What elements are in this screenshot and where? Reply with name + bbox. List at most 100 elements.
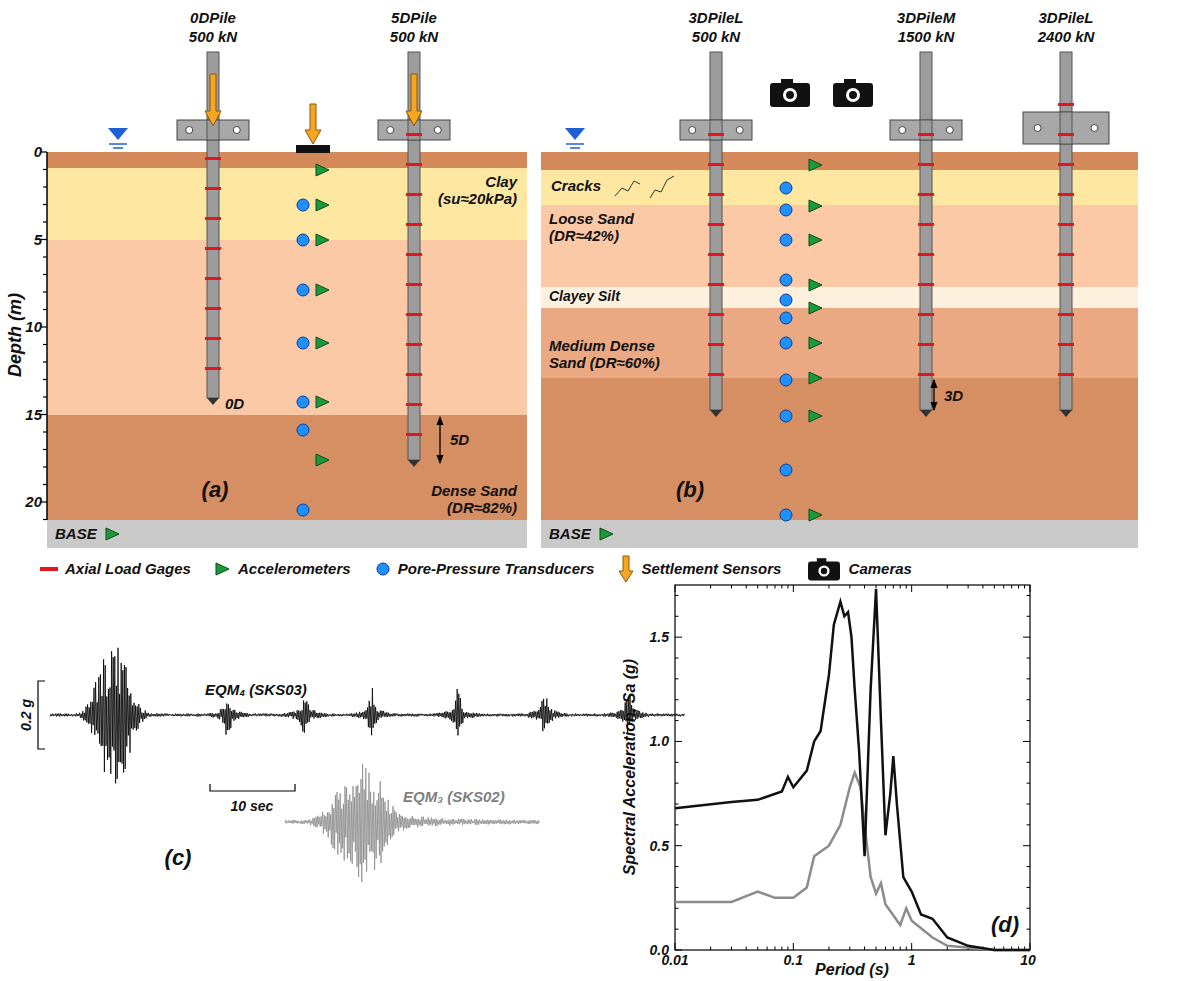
figure-label: EQM₄ (SKS03) xyxy=(205,681,307,698)
pore-pressure-transducer xyxy=(780,509,792,521)
water-table-line xyxy=(570,147,580,149)
x-tick xyxy=(885,947,886,951)
axial-load-gage xyxy=(205,277,221,280)
cap-bolt xyxy=(186,127,193,134)
water-table-symbol xyxy=(108,128,128,140)
layer-label: Cracks xyxy=(551,177,621,194)
axial-load-gage xyxy=(708,283,724,286)
axial-load-gage xyxy=(918,343,934,346)
y-tick xyxy=(1027,824,1031,825)
depth-tick xyxy=(43,484,47,485)
axial-load-gage xyxy=(918,163,934,166)
settlement-sensor xyxy=(305,104,321,144)
x-tick xyxy=(731,585,732,589)
accelerometer xyxy=(809,509,822,521)
camera-lens xyxy=(786,91,794,99)
acceleration-record xyxy=(285,764,539,882)
soil-layer-band: Clay (su≈20kPa) xyxy=(47,168,527,240)
cap-bolt xyxy=(899,127,906,134)
pore-pressure-transducer xyxy=(780,464,792,476)
x-tick xyxy=(947,585,948,589)
accelerometer xyxy=(316,454,329,466)
figure-label: 0D xyxy=(225,395,244,412)
axial-load-gage xyxy=(918,373,934,376)
legend-symbol xyxy=(618,555,634,583)
x-tick xyxy=(775,585,776,589)
x-tick xyxy=(893,947,894,951)
pile-tip xyxy=(710,410,722,417)
soil-layer xyxy=(47,415,527,520)
pore-pressure-transducer xyxy=(780,294,792,306)
y-tick xyxy=(1027,804,1031,805)
depth-tick xyxy=(43,291,47,292)
soil-layer xyxy=(541,378,1138,520)
x-tick xyxy=(1018,585,1019,589)
water-table-line xyxy=(113,147,123,149)
dimension-arrow xyxy=(933,380,934,410)
pile-shaft xyxy=(710,120,722,140)
x-tick xyxy=(900,947,901,951)
figure-label: 1.0 xyxy=(650,733,669,749)
axial-load-gage xyxy=(406,433,422,436)
cap-bolt xyxy=(736,127,743,134)
depth-tick xyxy=(43,204,47,205)
crack-line xyxy=(615,181,640,196)
depth-tick xyxy=(43,256,47,257)
layer-label: BASE xyxy=(549,525,609,542)
axial-load-gage xyxy=(918,313,934,316)
accelerometer xyxy=(809,159,822,171)
water-table-line xyxy=(566,143,584,145)
y-tick xyxy=(1027,929,1031,930)
x-tick xyxy=(675,943,676,950)
pore-pressure-transducer xyxy=(780,410,792,422)
figure-label: 1 xyxy=(908,952,916,968)
axial-load-gage xyxy=(205,157,221,160)
camera-top xyxy=(781,79,793,84)
plot-frame xyxy=(675,585,1030,950)
pile-tip xyxy=(920,410,932,417)
x-tick xyxy=(828,585,829,589)
y-tick xyxy=(1027,699,1031,700)
y-tick xyxy=(675,616,679,617)
x-tick xyxy=(787,585,788,589)
axial-load-gage xyxy=(406,403,422,406)
y-tick xyxy=(1027,616,1031,617)
cap-bolt xyxy=(1091,125,1098,132)
pile xyxy=(378,52,450,467)
figure-label: 500 kN xyxy=(189,28,237,45)
figure-label: (a) xyxy=(202,477,229,502)
pore-pressure-transducer xyxy=(780,204,792,216)
water-table-symbol xyxy=(565,128,585,140)
accelerometer xyxy=(316,284,329,296)
axial-load-gage xyxy=(708,193,724,196)
pile-shaft xyxy=(920,120,932,140)
y-tick xyxy=(1023,845,1030,846)
x-tick xyxy=(864,947,865,951)
legend-entry: Pore-Pressure Transducers xyxy=(375,555,595,583)
soil-layer xyxy=(541,170,1138,205)
soil-layer xyxy=(47,152,527,168)
pore-pressure-transducer xyxy=(297,337,309,349)
x-tick xyxy=(893,585,894,589)
y-tick xyxy=(1027,908,1031,909)
x-tick xyxy=(731,947,732,951)
figure-label: 5D xyxy=(450,431,469,448)
scale-bar xyxy=(38,681,45,749)
x-tick xyxy=(793,943,794,950)
y-tick xyxy=(675,866,679,867)
figure-label: 0.01 xyxy=(661,952,688,968)
figure-label: 3DPileL xyxy=(688,9,743,26)
pore-pressure-transducer xyxy=(297,199,309,211)
figure-label: (d) xyxy=(991,912,1019,937)
x-tick xyxy=(675,585,676,592)
x-tick xyxy=(900,585,901,589)
figure-label: 1.5 xyxy=(650,629,669,645)
cap-bolt xyxy=(1034,125,1041,132)
crack-line xyxy=(650,176,674,198)
x-tick xyxy=(982,585,983,589)
pile xyxy=(1023,52,1109,417)
cap-bolt xyxy=(233,127,240,134)
axial-load-gage xyxy=(1058,313,1074,316)
layer-label: Clay (su≈20kPa) xyxy=(413,173,517,208)
x-tick xyxy=(968,585,969,589)
